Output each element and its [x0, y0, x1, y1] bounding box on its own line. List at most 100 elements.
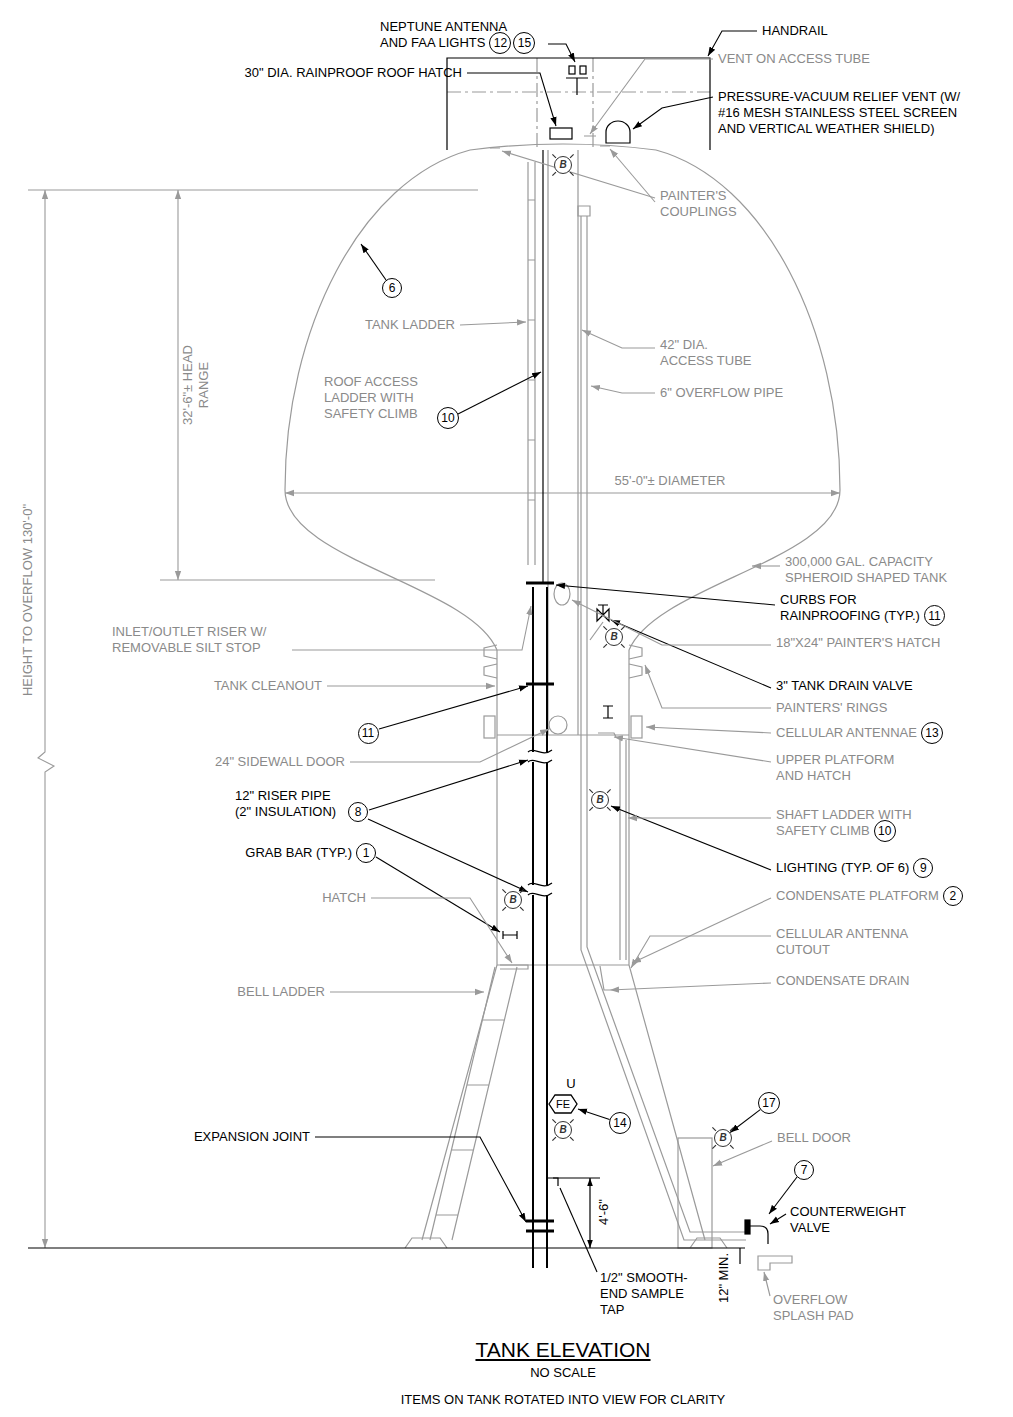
callout-label: 24" SIDEWALL DOOR [215, 754, 345, 770]
equipment [739, 1248, 740, 1264]
node-text: B [559, 158, 566, 172]
callout-label: LIGHTING (TYP. OF 6) [776, 860, 909, 876]
lighting-cross [712, 1127, 716, 1131]
tank-structure [405, 1238, 727, 1248]
leader-line [611, 620, 771, 688]
lighting-cross [730, 1145, 734, 1149]
flow-element-hexagon: FE [548, 1094, 578, 1114]
leader-line [315, 31, 797, 1272]
tank-structure [484, 716, 495, 738]
lighting-cross [730, 1127, 734, 1131]
tank-structure [678, 1138, 712, 1248]
node-text: 10 [878, 824, 891, 838]
node-text: 11 [362, 726, 374, 740]
tank-structure [549, 716, 567, 734]
callout-label: CELLULAR ANTENNAE [776, 725, 917, 741]
leader-line [368, 819, 528, 892]
dimension-label: 12" MIN. [716, 1253, 732, 1303]
leader-line [458, 372, 541, 414]
callout-label: OVERFLOW SPLASH PAD [773, 1292, 873, 1324]
callout-label: TANK LADDER [365, 317, 455, 333]
node-text: 8 [355, 805, 362, 819]
equipment [526, 583, 554, 1231]
lighting-cross [502, 889, 506, 893]
drawing-note: ITEMS ON TANK ROTATED INTO VIEW FOR CLAR… [401, 1392, 726, 1408]
tank-structure [598, 733, 616, 737]
tank-structure [500, 965, 528, 969]
leader-line [752, 565, 780, 566]
equipment [553, 1177, 600, 1178]
leader-line [369, 760, 528, 810]
node-text: 1 [363, 846, 370, 860]
tank-structure [285, 144, 840, 650]
callout-label: GRAB BAR (TYP.) [245, 845, 352, 861]
node-text: 15 [518, 36, 531, 50]
callout-number: 2 [943, 886, 963, 906]
lighting-cross [712, 1145, 716, 1149]
lighting-cross [570, 154, 574, 158]
node-text: 11 [928, 609, 940, 623]
callout-label: CELLULAR ANTENNA CUTOUT [776, 926, 926, 958]
callout-label: 6" OVERFLOW PIPE [660, 385, 783, 401]
lighting-symbol: B [714, 1129, 732, 1147]
callout-label: 42" DIA. ACCESS TUBE [660, 337, 758, 369]
leader-line [770, 1214, 786, 1224]
callout-number: 13 [921, 722, 943, 744]
lighting-symbol: B [554, 1121, 572, 1139]
callout-label: HATCH [322, 890, 366, 906]
callout-number: 12 [489, 32, 511, 54]
leader-line [614, 737, 771, 762]
node-text: 2 [949, 889, 956, 903]
node-text: B [559, 1123, 566, 1137]
lighting-cross [552, 172, 556, 176]
callout-number: 10 [874, 820, 896, 842]
leader-line [610, 149, 655, 202]
equipment [533, 587, 547, 1268]
leader-line [582, 330, 655, 348]
equipment [589, 1178, 590, 1248]
node-text: 14 [613, 1116, 626, 1130]
callout-label: U [566, 1076, 575, 1092]
equipment [566, 78, 588, 95]
callout-label: 300,000 GAL. CAPACITY SPHEROID SHAPED TA… [785, 554, 975, 586]
node-text: B [509, 893, 516, 907]
lighting-cross [520, 889, 524, 893]
equipment [28, 1247, 745, 1248]
lighting-cross [570, 1137, 574, 1141]
leader-line [591, 386, 655, 393]
leader-line [590, 59, 713, 134]
leader-line [371, 898, 512, 963]
lighting-cross [570, 172, 574, 176]
lighting-cross [589, 807, 593, 811]
callout-label: ROOF ACCESS LADDER WITH SAFETY CLIMB [324, 374, 434, 422]
leader-line [631, 936, 771, 968]
callout-label: COUNTERWEIGHT VALVE [790, 1204, 920, 1236]
leader-line [610, 983, 771, 990]
hexagon-outline [549, 1095, 577, 1113]
callout-number: 8 [348, 802, 368, 822]
callout-label: EXPANSION JOINT [194, 1129, 310, 1145]
leader-line [350, 729, 549, 762]
leader-line [376, 857, 500, 932]
callout-number: 9 [913, 858, 933, 878]
dimension-label: 4'-6" [596, 1199, 612, 1225]
leader-line [460, 322, 526, 325]
equipment [550, 128, 572, 139]
leader-line [560, 1188, 597, 1272]
tank-structure [548, 150, 578, 735]
lighting-cross [603, 644, 607, 648]
leader-line [315, 1137, 526, 1222]
callout-number: 1 [356, 843, 376, 863]
lighting-cross [589, 789, 593, 793]
lighting-cross [552, 1119, 556, 1123]
callout-label: CONDENSATE PLATFORM [776, 888, 939, 904]
lighting-cross [520, 907, 524, 911]
tank-structure [631, 716, 642, 738]
callout-label: BELL LADDER [237, 984, 325, 1000]
leader-line [645, 665, 771, 708]
lighting-symbol: B [504, 891, 522, 909]
equipment [749, 1226, 768, 1244]
lighting-cross [607, 789, 611, 793]
callout-label: INLET/OUTLET RISER W/ REMOVABLE SILT STO… [112, 624, 297, 656]
